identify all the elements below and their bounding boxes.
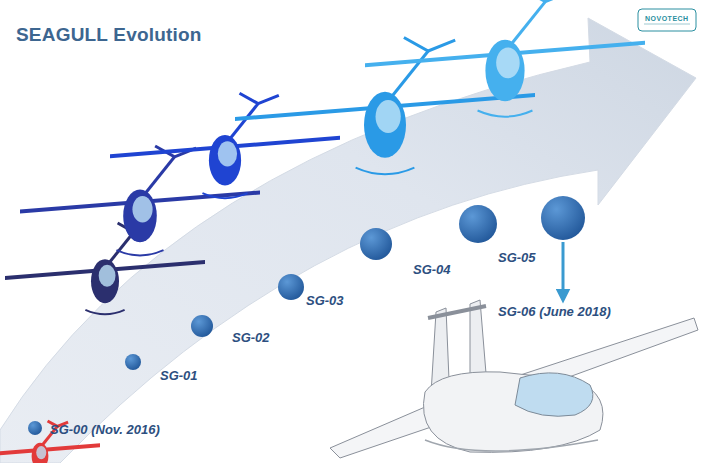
evolution-arrow <box>0 18 696 463</box>
milestone-label: SG-05 <box>498 250 536 265</box>
milestone-dot <box>459 205 497 243</box>
milestone-label: SG-04 <box>413 262 451 277</box>
aircraft <box>235 38 535 175</box>
milestone-dot <box>360 228 392 260</box>
milestone-dot <box>191 315 213 337</box>
aircraft <box>110 93 340 198</box>
logo-rule <box>644 24 690 25</box>
milestone-dot <box>28 421 42 435</box>
aircraft <box>5 223 205 314</box>
pointer-arrow <box>562 242 565 296</box>
milestone-label: SG-01 <box>160 368 198 383</box>
logo-frame <box>638 9 696 31</box>
milestone-label: SG-02 <box>232 330 270 345</box>
milestone-label: SG-06 (June 2018) <box>498 304 611 319</box>
milestone-label: SG-03 <box>306 293 344 308</box>
aircraft <box>365 0 645 117</box>
milestone-dot <box>278 274 304 300</box>
diagram-title: SEAGULL Evolution <box>16 24 202 46</box>
logo-text: NOVOTECH <box>645 15 689 22</box>
milestone-dot <box>541 196 585 240</box>
evolution-aircraft <box>0 0 645 463</box>
milestone-dot <box>125 354 141 370</box>
final-aircraft <box>330 300 698 458</box>
milestone-label: SG-00 (Nov. 2016) <box>50 422 160 437</box>
